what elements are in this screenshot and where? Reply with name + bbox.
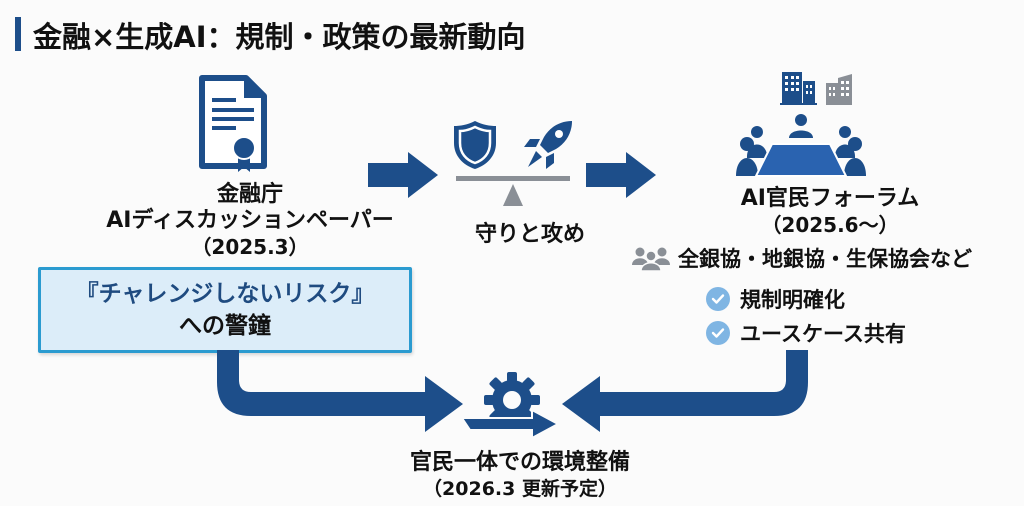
check-circle-icon [706,287,730,311]
forum-name: AI官民フォーラム [740,186,920,211]
challenge-risk-callout: 『チャレンジしないリスク』 への警鐘 [38,267,412,353]
title-accent-bar [15,17,21,51]
check-item-label: 規制明確化 [740,288,845,312]
check-item: 規制明確化 [706,282,906,316]
meeting-buildings-icon [736,72,866,177]
u-arrow-left-icon [217,350,463,432]
fsa-date: （2025.3） [191,235,309,259]
arrow-right-icon [368,152,438,198]
forum-check-list: 規制明確化 ユースケース共有 [706,282,906,350]
gear-progress-icon [460,372,561,440]
check-item-label: ユースケース共有 [740,322,906,346]
fsa-name: 金融庁 [216,182,283,207]
forum-members-text: 全銀協・地銀協・生保協会など [678,247,972,271]
callout-line-1: 『チャレンジしないリスク』 [75,281,375,307]
u-arrow-right-icon [562,350,808,432]
balance-scale-icon [456,176,570,206]
page-title: 金融×生成AI：規制・政策の最新動向 [33,20,526,54]
rocket-icon [524,121,572,169]
arrow-right-icon [586,152,656,198]
forum-date: （2025.6〜） [761,213,899,237]
check-item: ユースケース共有 [706,316,906,350]
group-icon [632,247,670,272]
balance-label: 守りと攻め [474,222,585,247]
shield-icon [454,121,496,169]
fsa-document-title: AIディスカッションペーパー [106,208,394,233]
fsa-node-label: 金融庁 AIディスカッションペーパー （2025.3） [60,182,440,260]
outcome-date: （2026.3 更新予定） [423,478,617,500]
outcome-node-label: 官民一体での環境整備 （2026.3 更新予定） [340,450,700,502]
certificate-document-icon [199,75,267,172]
outcome-label: 官民一体での環境整備 [409,450,630,475]
forum-members: 全銀協・地銀協・生保協会など [632,243,972,273]
check-circle-icon [706,321,730,345]
callout-line-2: への警鐘 [179,313,271,339]
forum-node-label: AI官民フォーラム （2025.6〜） [640,186,1020,238]
